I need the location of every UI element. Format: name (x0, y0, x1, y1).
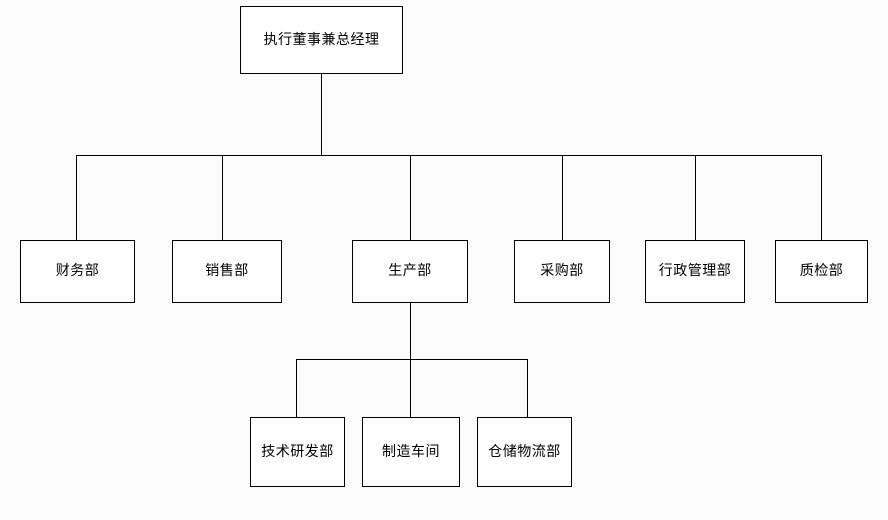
connector-drop-sales (222, 155, 223, 240)
org-node-production[interactable]: 生产部 (352, 240, 468, 303)
connector-level3-bus (296, 359, 528, 360)
org-node-label: 质检部 (799, 263, 844, 280)
org-node-procurement[interactable]: 采购部 (514, 240, 610, 303)
connector-drop-finance (76, 155, 77, 240)
org-node-rnd[interactable]: 技术研发部 (250, 417, 345, 487)
connector-production-drop (410, 303, 411, 359)
org-node-quality[interactable]: 质检部 (775, 240, 868, 303)
connector-drop-workshop (410, 359, 411, 417)
org-node-label: 制造车间 (382, 443, 440, 460)
org-node-sales[interactable]: 销售部 (172, 240, 282, 303)
org-node-label: 销售部 (205, 263, 249, 280)
org-node-label: 执行董事兼总经理 (263, 31, 380, 48)
org-node-label: 采购部 (540, 263, 584, 280)
org-node-label: 财务部 (55, 263, 100, 280)
org-node-administration[interactable]: 行政管理部 (645, 240, 745, 303)
org-node-label: 行政管理部 (658, 263, 732, 280)
org-node-warehouse[interactable]: 仓储物流部 (477, 417, 572, 487)
connector-drop-procurement (562, 155, 563, 240)
connector-drop-warehouse (527, 359, 528, 417)
org-node-executive-director[interactable]: 执行董事兼总经理 (240, 6, 403, 74)
org-node-workshop[interactable]: 制造车间 (362, 417, 460, 487)
connector-level2-bus (76, 155, 822, 156)
connector-drop-production (410, 155, 411, 240)
org-node-label: 技术研发部 (261, 443, 334, 460)
org-node-label: 仓储物流部 (488, 443, 561, 460)
org-node-finance[interactable]: 财务部 (20, 240, 135, 303)
connector-drop-administration (695, 155, 696, 240)
connector-drop-quality (821, 155, 822, 240)
connector-ceo-drop (321, 74, 322, 156)
org-node-label: 生产部 (388, 263, 432, 280)
connector-drop-rnd (296, 359, 297, 417)
